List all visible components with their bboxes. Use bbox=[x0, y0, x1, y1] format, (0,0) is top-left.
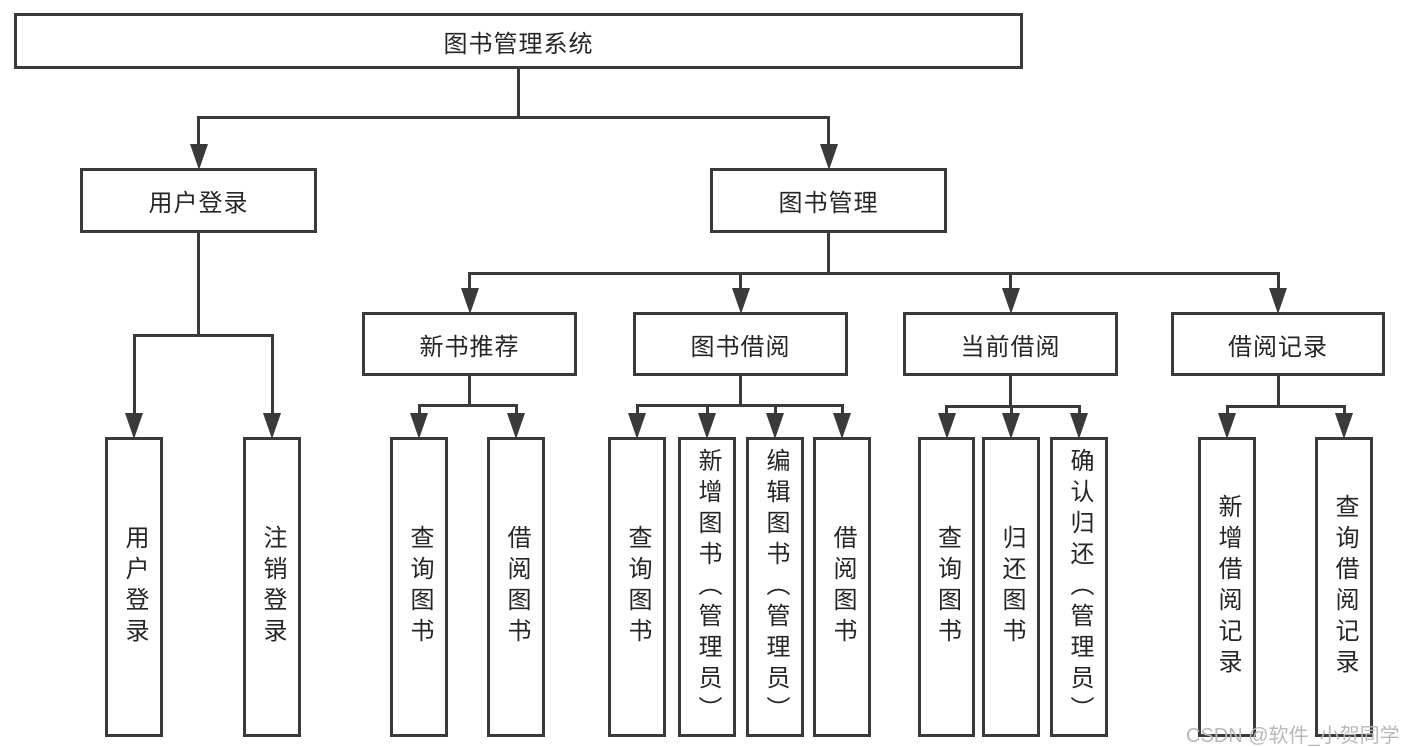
node-book-management: 图书管理 bbox=[710, 168, 947, 233]
arrow-down-icon bbox=[410, 413, 428, 439]
arrow-down-icon bbox=[263, 413, 281, 439]
node-confirm-return-admin: 确认归还（管理员） bbox=[1050, 437, 1108, 737]
connector-line-vertical bbox=[132, 335, 136, 417]
connector-line-horizontal bbox=[945, 404, 1081, 408]
connector-line-vertical bbox=[270, 335, 274, 417]
node-label: 新书推荐 bbox=[419, 333, 520, 361]
connector-line-vertical bbox=[197, 233, 200, 335]
connector-line-vertical bbox=[1276, 376, 1280, 406]
node-label: 图书管理 bbox=[778, 190, 879, 217]
connector-line-vertical bbox=[514, 405, 518, 417]
node-borrow-books-borrowing: 借阅图书 bbox=[813, 437, 871, 737]
node-label: 编辑图书（管理员） bbox=[762, 447, 789, 727]
node-borrowing-records: 借阅记录 bbox=[1171, 312, 1385, 376]
arrow-down-icon bbox=[1001, 288, 1020, 314]
connector-line-vertical bbox=[1342, 406, 1346, 417]
node-new-book-recommend: 新书推荐 bbox=[362, 312, 577, 376]
connector-line-vertical bbox=[705, 405, 709, 417]
node-label: 当前借阅 bbox=[960, 333, 1061, 361]
node-label: 查询借阅记录 bbox=[1331, 494, 1358, 680]
node-label: 注销登录 bbox=[259, 525, 286, 649]
node-add-book-admin: 新增图书（管理员） bbox=[678, 437, 736, 737]
node-label: 新增图书（管理员） bbox=[694, 447, 721, 727]
connector-line-vertical bbox=[1225, 406, 1229, 417]
connector-line-horizontal bbox=[132, 333, 274, 337]
arrow-down-icon bbox=[1218, 413, 1236, 439]
connector-line-horizontal bbox=[197, 115, 830, 119]
arrow-down-icon bbox=[125, 413, 143, 439]
node-label: 查询图书 bbox=[406, 525, 433, 649]
node-label: 确认归还（管理员） bbox=[1066, 447, 1093, 727]
node-user-login-leaf: 用户登录 bbox=[105, 437, 163, 737]
arrow-down-icon bbox=[507, 413, 525, 439]
connector-line-vertical bbox=[1276, 273, 1280, 292]
connector-line-vertical bbox=[827, 233, 830, 273]
connector-line-vertical bbox=[840, 405, 844, 417]
arrow-down-icon bbox=[1335, 413, 1353, 439]
connector-line-vertical bbox=[468, 273, 471, 292]
node-add-borrow-record: 新增借阅记录 bbox=[1198, 437, 1256, 737]
connector-line-horizontal bbox=[1225, 404, 1346, 408]
node-label: 借阅记录 bbox=[1228, 333, 1328, 361]
node-label: 借阅图书 bbox=[503, 525, 530, 649]
arrow-down-icon bbox=[937, 413, 956, 439]
node-label: 查询图书 bbox=[933, 525, 961, 649]
node-return-book: 归还图书 bbox=[982, 437, 1040, 737]
node-label: 查询图书 bbox=[624, 525, 651, 649]
connector-line-vertical bbox=[635, 405, 639, 417]
connector-line-vertical bbox=[773, 405, 777, 417]
arrow-down-icon bbox=[819, 144, 838, 170]
node-query-borrow-record: 查询借阅记录 bbox=[1315, 437, 1373, 737]
node-query-books-borrowing: 查询图书 bbox=[608, 437, 666, 737]
arrow-down-icon bbox=[833, 413, 851, 439]
connector-line-vertical bbox=[1009, 273, 1012, 292]
node-library-system: 图书管理系统 bbox=[14, 13, 1023, 69]
node-label: 归还图书 bbox=[998, 525, 1025, 649]
node-query-books-current: 查询图书 bbox=[918, 437, 975, 737]
arrow-down-icon bbox=[698, 413, 716, 439]
node-book-borrowing: 图书借阅 bbox=[633, 312, 848, 376]
node-label: 图书借阅 bbox=[690, 333, 791, 361]
connector-line-horizontal bbox=[635, 403, 844, 407]
connector-line-vertical bbox=[945, 406, 948, 417]
node-borrow-books-recommend: 借阅图书 bbox=[487, 437, 545, 737]
connector-line-vertical bbox=[197, 117, 200, 148]
node-label: 用户登录 bbox=[148, 190, 249, 217]
node-label: 用户登录 bbox=[121, 525, 148, 649]
connector-line-vertical bbox=[739, 376, 742, 405]
arrow-down-icon bbox=[731, 288, 750, 314]
connector-line-vertical bbox=[468, 376, 471, 405]
arrow-down-icon bbox=[766, 413, 784, 439]
connector-line-vertical bbox=[1009, 406, 1013, 417]
csdn-watermark: CSDN @软件_小贺同学 bbox=[1186, 725, 1400, 747]
node-label: 借阅图书 bbox=[829, 525, 856, 649]
arrow-down-icon bbox=[460, 288, 479, 314]
node-query-books-recommend: 查询图书 bbox=[390, 437, 448, 737]
node-user-login: 用户登录 bbox=[80, 168, 317, 233]
connector-line-vertical bbox=[827, 117, 830, 148]
arrow-down-icon bbox=[628, 413, 646, 439]
connector-line-vertical bbox=[517, 69, 520, 117]
node-edit-book-admin: 编辑图书（管理员） bbox=[746, 437, 804, 737]
node-label: 图书管理系统 bbox=[443, 30, 594, 58]
node-current-borrowing: 当前借阅 bbox=[903, 312, 1118, 376]
connector-line-vertical bbox=[739, 273, 742, 292]
arrow-down-icon bbox=[1070, 413, 1088, 439]
connector-line-horizontal bbox=[417, 403, 518, 407]
arrow-down-icon bbox=[1002, 413, 1020, 439]
arrow-down-icon bbox=[1269, 288, 1287, 314]
connector-line-vertical bbox=[1077, 406, 1081, 417]
connector-line-vertical bbox=[417, 405, 421, 417]
node-logout-leaf: 注销登录 bbox=[243, 437, 301, 737]
connector-line-horizontal bbox=[468, 271, 1280, 275]
connector-line-vertical bbox=[1009, 376, 1012, 406]
arrow-down-icon bbox=[189, 144, 208, 170]
node-label: 新增借阅记录 bbox=[1214, 494, 1241, 680]
